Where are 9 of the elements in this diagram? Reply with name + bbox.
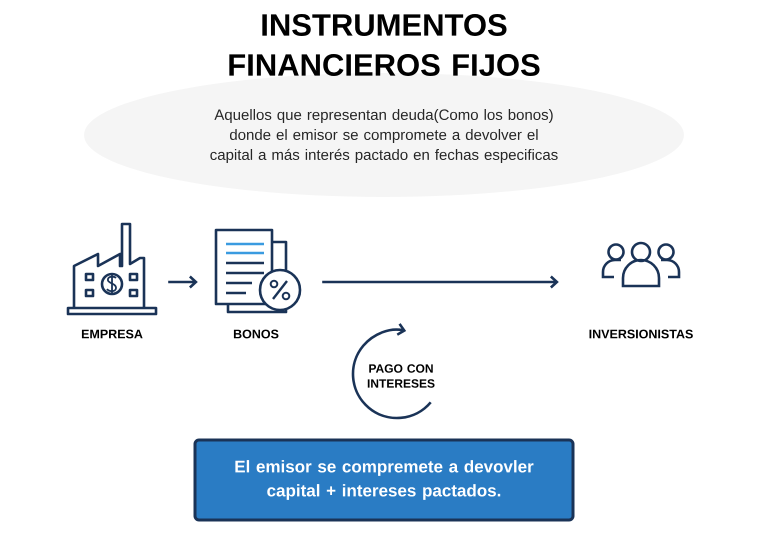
subtitle: Aquellos que representan deuda(Como los bonos) donde el emisor se compromete a devolver el capital a más interés pactado en fechas especificas — [210, 109, 558, 163]
arrow — [322, 276, 559, 288]
node-label: INVERSIONISTAS — [590, 330, 693, 338]
title: INSTRUMENTOS FINANCIEROS FIJOS — [229, 14, 540, 76]
cycle-label: PAGO CON INTERESES — [368, 364, 435, 388]
message-box: El emisor se compremete a devovler capital + intereses pactados. — [194, 438, 574, 522]
node-label: BONOS — [234, 330, 278, 338]
node-label: EMPRESA — [82, 330, 143, 338]
arrow — [168, 276, 198, 288]
